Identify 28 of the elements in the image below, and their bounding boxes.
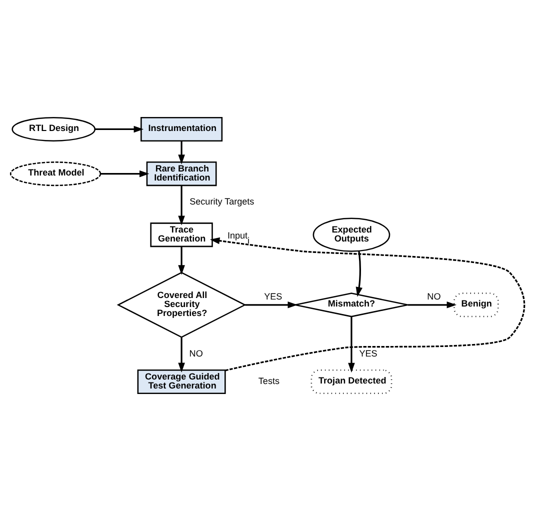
node-box: Instrumentation: [140, 116, 223, 141]
node-ellipse: RTL Design: [12, 116, 96, 141]
node-box: Trace Generation: [150, 222, 213, 247]
edge-label: YES: [264, 291, 282, 302]
node-box: Rare Branch Identification: [146, 161, 217, 186]
arrow: [94, 125, 144, 132]
arrow: [245, 301, 298, 308]
arrow: [178, 185, 185, 225]
arrow: [348, 316, 355, 372]
edge-label: YES: [359, 348, 378, 358]
node-ellipse: Expected Outputs: [312, 217, 390, 252]
arrow: [100, 170, 150, 177]
arrow: [178, 336, 185, 372]
node-ellipse: Threat Model: [10, 161, 102, 186]
node-diamond: Covered All Security Properties?: [116, 271, 246, 338]
arrow: [210, 236, 526, 371]
edge-label: NO: [427, 291, 441, 302]
arrow: [408, 301, 457, 308]
node-box: Benign: [454, 292, 499, 317]
arrow: [178, 246, 185, 274]
edge-label: NO: [189, 348, 203, 358]
node-diamond: Mismatch?: [294, 292, 408, 317]
edge-label: Security Targets: [190, 196, 254, 206]
node-box: Coverage Guided Test Generation: [137, 369, 226, 394]
label: Tests: [258, 376, 280, 386]
arrow: [178, 140, 185, 164]
node-box: Trojan Detected: [310, 369, 392, 394]
arrow: [356, 250, 362, 296]
